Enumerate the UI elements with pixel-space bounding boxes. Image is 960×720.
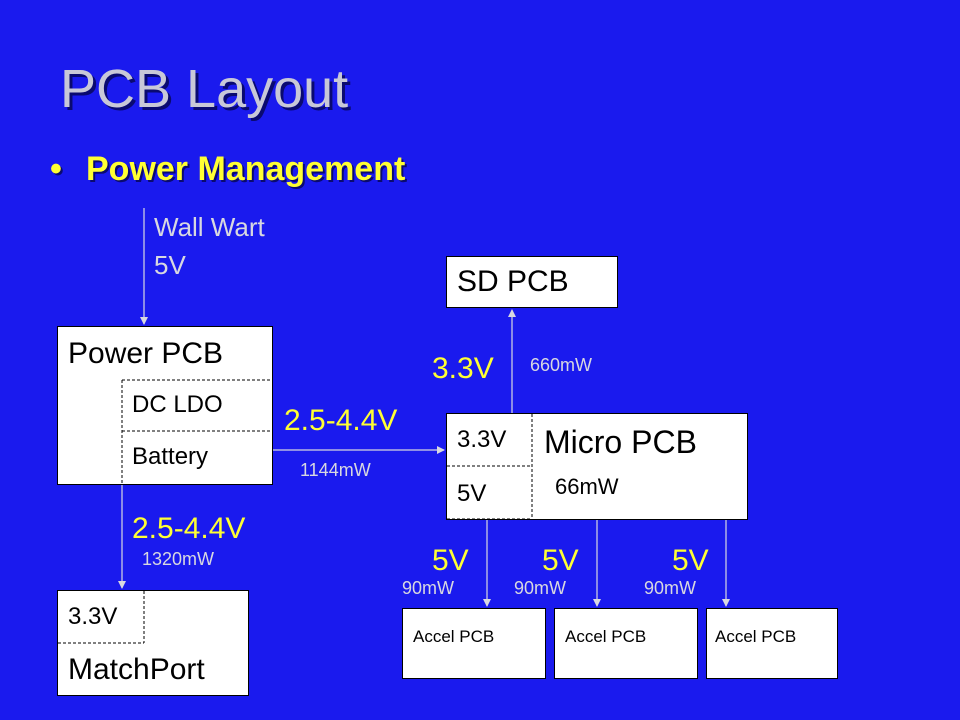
accel-pcb-2-box: Accel PCB — [554, 608, 698, 679]
sd-pcb-box: SD PCB — [446, 256, 618, 308]
power-to-micro-voltage: 2.5-4.4V — [284, 404, 398, 437]
accel-1-power: 90mW — [402, 578, 455, 598]
bullet-text: Power Management — [86, 150, 406, 188]
sd-voltage-label: 3.3V — [432, 352, 494, 385]
accel-pcb-1-label: Accel PCB — [413, 627, 495, 646]
matchport-label: MatchPort — [68, 653, 205, 686]
micro-in-3v3-label: 3.3V — [457, 426, 507, 453]
accel-3-power: 90mW — [644, 578, 697, 598]
accel-1-voltage: 5V — [432, 544, 469, 577]
dc-ldo-label: DC LDO — [132, 391, 223, 418]
accel-pcb-3-label: Accel PCB — [715, 627, 797, 646]
matchport-voltage-label: 3.3V — [68, 603, 118, 630]
power-to-matchport-voltage: 2.5-4.4V — [132, 512, 246, 545]
power-to-matchport-power: 1320mW — [142, 549, 215, 569]
accel-2-voltage: 5V — [542, 544, 579, 577]
micro-power-label: 66mW — [555, 474, 619, 499]
slide-title: PCB Layout — [60, 59, 349, 119]
sd-power-label: 660mW — [530, 355, 593, 375]
micro-in-5v-label: 5V — [457, 480, 487, 507]
wall-wart-voltage: 5V — [154, 250, 186, 280]
sd-pcb-label: SD PCB — [457, 265, 569, 298]
power-pcb-box: Power PCB DC LDO Battery — [57, 326, 273, 485]
power-to-micro-power: 1144mW — [300, 460, 371, 480]
battery-label: Battery — [132, 443, 209, 470]
micro-pcb-label: Micro PCB — [544, 424, 697, 460]
power-pcb-label: Power PCB — [68, 337, 224, 370]
accel-3-voltage: 5V — [672, 544, 709, 577]
accel-2-power: 90mW — [514, 578, 567, 598]
accel-pcb-3-box: Accel PCB — [706, 608, 838, 679]
bullet-dot: • — [50, 150, 62, 188]
wall-wart-label: Wall Wart — [154, 212, 265, 242]
bullet-power-management: • Power Management — [50, 150, 405, 189]
accel-pcb-2-label: Accel PCB — [565, 627, 647, 646]
accel-pcb-1-box: Accel PCB — [402, 608, 546, 679]
micro-pcb-box: 3.3V 5V Micro PCB 66mW — [446, 413, 748, 520]
